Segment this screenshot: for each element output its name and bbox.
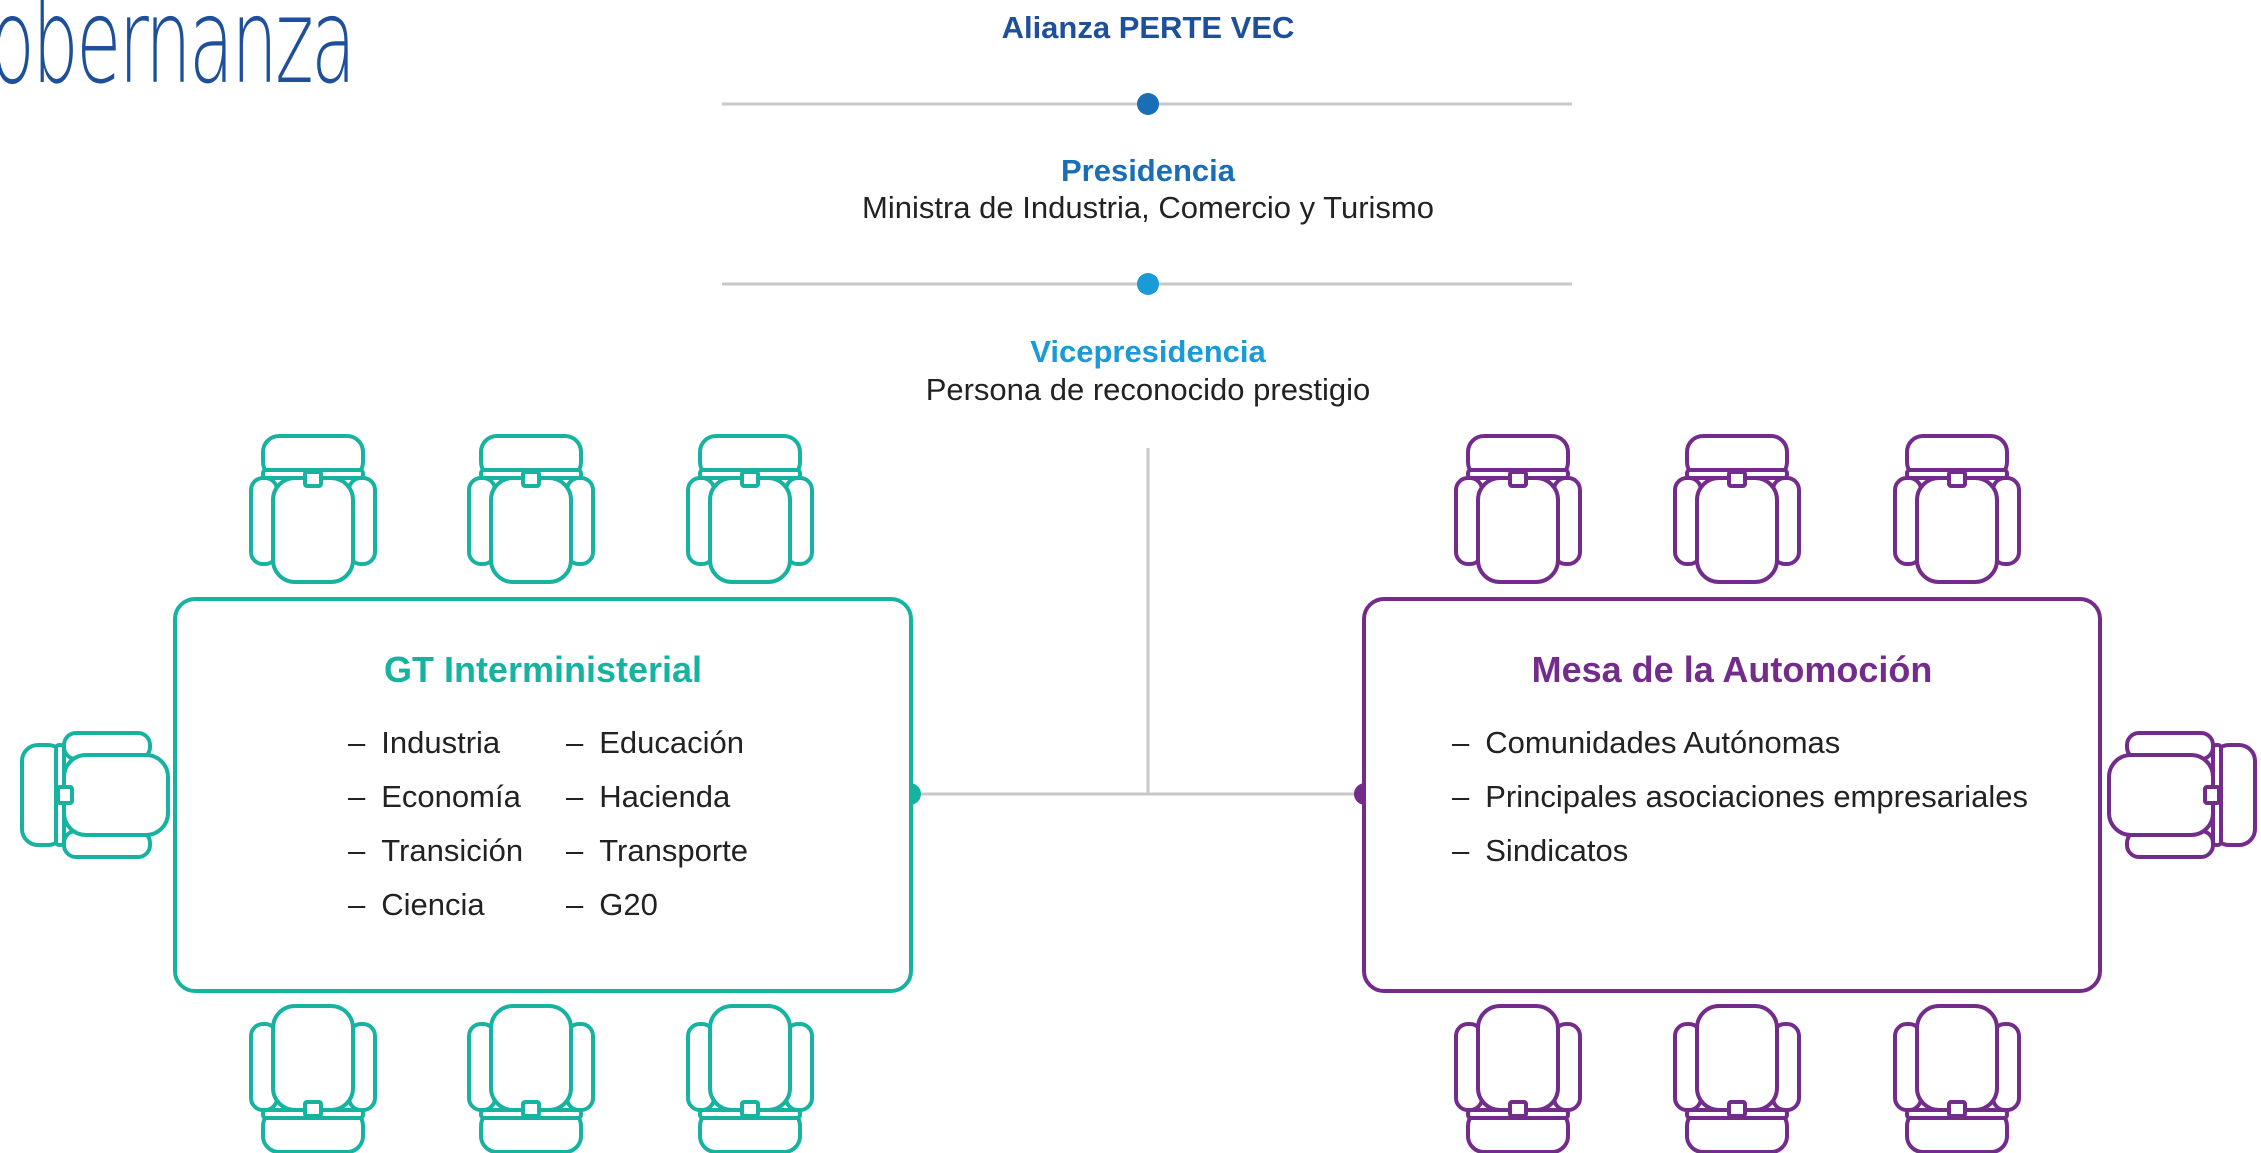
gt-item: –Educación bbox=[566, 725, 745, 760]
mesa-automocion-box: Mesa de la Automoción –Comunidades Autón… bbox=[1362, 597, 2102, 993]
chair-icon bbox=[2107, 731, 2257, 859]
mesa-item: –Sindicatos bbox=[1452, 833, 1629, 868]
gt-item: –Transición bbox=[348, 833, 524, 868]
chair-icon bbox=[20, 731, 170, 859]
section-title: obernanza bbox=[0, 0, 356, 110]
chair-icon bbox=[686, 1004, 814, 1153]
chair-icon bbox=[686, 434, 814, 584]
mesa-item: –Comunidades Autónomas bbox=[1452, 725, 1841, 760]
presidencia-subtitle: Ministra de Industria, Comercio y Turism… bbox=[862, 190, 1434, 225]
chair-icon bbox=[249, 1004, 377, 1153]
alianza-title: Alianza PERTE VEC bbox=[1001, 10, 1295, 45]
vicepresidencia-subtitle: Persona de reconocido prestigio bbox=[925, 372, 1371, 407]
chair-icon bbox=[467, 434, 595, 584]
chair-icon bbox=[1893, 1004, 2021, 1153]
gt-item: –G20 bbox=[566, 887, 658, 922]
chair-icon bbox=[1454, 434, 1582, 584]
vicepresidencia-title: Vicepresidencia bbox=[1030, 334, 1266, 369]
presidencia-title: Presidencia bbox=[1060, 153, 1236, 188]
gt-title: GT Interministerial bbox=[383, 649, 703, 690]
gt-interministerial-box: GT Interministerial –Industria –Economía… bbox=[173, 597, 913, 993]
chair-icon bbox=[1893, 434, 2021, 584]
mesa-title: Mesa de la Automoción bbox=[1531, 649, 1933, 690]
gt-item: –Hacienda bbox=[566, 779, 731, 814]
mesa-item: –Principales asociaciones empresariales bbox=[1452, 779, 2029, 814]
chair-icon bbox=[1454, 1004, 1582, 1153]
top-divider-dot bbox=[1137, 93, 1159, 115]
gt-item: –Transporte bbox=[566, 833, 748, 868]
middle-divider-dot bbox=[1137, 273, 1159, 295]
gt-item: –Economía bbox=[348, 779, 521, 814]
gt-item: –Ciencia bbox=[348, 887, 485, 922]
chair-icon bbox=[249, 434, 377, 584]
chair-icon bbox=[467, 1004, 595, 1153]
chair-icon bbox=[1673, 434, 1801, 584]
gt-item: –Industria bbox=[348, 725, 501, 760]
chair-icon bbox=[1673, 1004, 1801, 1153]
